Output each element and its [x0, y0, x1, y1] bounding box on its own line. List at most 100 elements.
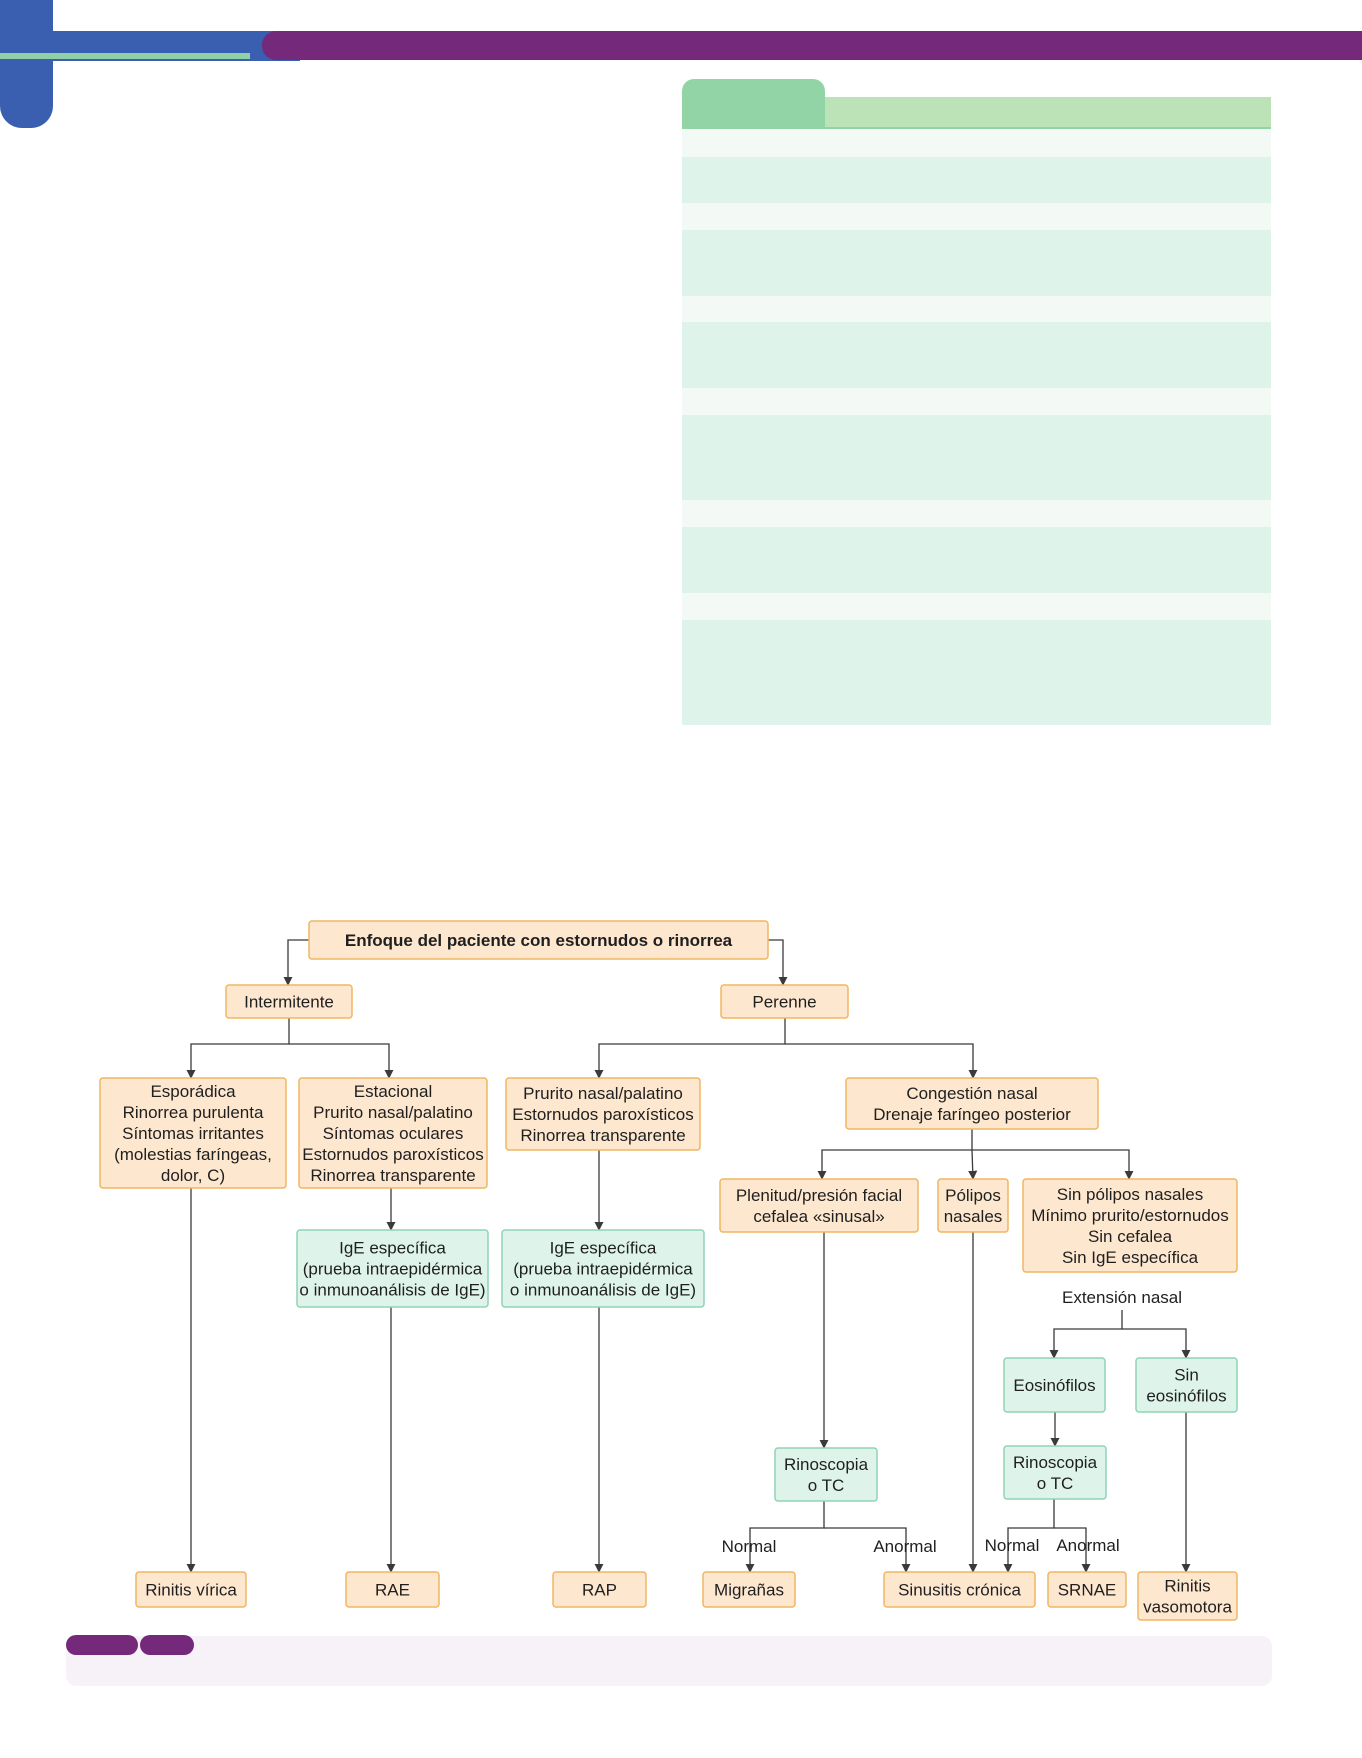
- node-text: Rinorrea purulenta: [123, 1103, 264, 1122]
- node-text: cefalea «sinusal»: [753, 1207, 884, 1226]
- node-text: Enfoque del paciente con estornudos o ri…: [345, 931, 733, 950]
- node-text: Pólipos: [945, 1186, 1001, 1205]
- node-box: [296, 1229, 489, 1308]
- table-row: [682, 129, 1271, 157]
- node-ige1: IgE específica (prueba intraepidérmica o i…: [296, 1229, 489, 1308]
- node-text: Rinoscopia: [784, 1455, 869, 1474]
- node-rae: RAE: [345, 1571, 440, 1608]
- table-title-tab: [682, 79, 825, 129]
- node-box: [702, 1571, 796, 1608]
- table-row: [682, 388, 1271, 415]
- table-row: [682, 593, 1271, 620]
- flow-arrow: [594, 1018, 786, 1079]
- node-text: (prueba intraepidérmica: [303, 1260, 483, 1279]
- flow-arrow: [972, 1149, 1134, 1180]
- node-text: Sin: [1174, 1366, 1199, 1385]
- table-row: [682, 203, 1271, 230]
- node-text: IgE específica: [339, 1239, 446, 1258]
- node-text: o TC: [808, 1476, 845, 1495]
- node-text: Prurito nasal/palatino: [313, 1103, 473, 1122]
- flow-arrow: [1054, 1527, 1091, 1573]
- node-box: [1022, 1178, 1238, 1273]
- node-text: Perenne: [752, 993, 816, 1012]
- node-box: [937, 1178, 1009, 1233]
- node-box: [719, 1178, 919, 1233]
- node-text: Plenitud/presión facial: [736, 1186, 902, 1205]
- node-text: SRNAE: [1058, 1581, 1117, 1600]
- table-row: [682, 415, 1271, 500]
- flow-arrow: [824, 1527, 911, 1573]
- node-text: Mínimo prurito/estornudos: [1031, 1206, 1228, 1225]
- node-box: [225, 984, 353, 1019]
- node-box: [99, 1077, 287, 1189]
- flow-arrow: [968, 1149, 978, 1180]
- node-text: RAP: [582, 1581, 617, 1600]
- flow-arrow: [785, 1043, 978, 1079]
- table-row: [682, 322, 1271, 388]
- node-text: Sin cefalea: [1088, 1227, 1173, 1246]
- node-sinusitis: Sinusitis crónica: [883, 1571, 1036, 1608]
- node-box: [845, 1077, 1099, 1130]
- node-text: o inmunoanálisis de IgE): [299, 1281, 485, 1300]
- node-text: Síntomas oculares: [323, 1124, 464, 1143]
- node-box: [774, 1447, 878, 1502]
- node-perenne: Perenne: [720, 984, 849, 1019]
- node-box: [552, 1571, 647, 1608]
- node-box: [1003, 1445, 1107, 1500]
- table-row: [682, 500, 1271, 527]
- node-text: (prueba intraepidérmica: [513, 1260, 693, 1279]
- node-text: Migrañas: [714, 1581, 784, 1600]
- node-sineos: Sin eosinófilos: [1135, 1357, 1238, 1413]
- node-rinitis-virica: Rinitis vírica: [135, 1571, 247, 1608]
- node-text: vasomotora: [1143, 1598, 1232, 1617]
- footer-pill: [66, 1635, 138, 1655]
- node-rap: RAP: [552, 1571, 647, 1608]
- header-purple-bar: [262, 31, 1362, 60]
- node-text: o TC: [1037, 1474, 1074, 1493]
- node-box: [345, 1571, 440, 1608]
- node-text: Sinusitis crónica: [898, 1581, 1021, 1600]
- node-box: [135, 1571, 247, 1608]
- node-text: RAE: [375, 1581, 410, 1600]
- node-text: Rinoscopia: [1013, 1453, 1098, 1472]
- node-box: [1135, 1357, 1238, 1413]
- node-text: Rinitis vírica: [145, 1581, 237, 1600]
- node-text: Sin pólipos nasales: [1057, 1185, 1203, 1204]
- table-row: [682, 230, 1271, 296]
- node-text: Rinitis: [1164, 1577, 1210, 1596]
- node-text: Rinorrea transparente: [520, 1126, 685, 1145]
- edge-label-extension: Extensión nasal: [1062, 1288, 1182, 1307]
- node-text: Intermitente: [244, 993, 334, 1012]
- node-box: [1047, 1571, 1127, 1608]
- table-row: [682, 157, 1271, 203]
- node-text: Sin IgE específica: [1062, 1248, 1199, 1267]
- node-text: eosinófilos: [1146, 1387, 1226, 1406]
- flow-arrow: [745, 1501, 825, 1573]
- header-blue-tab: [0, 0, 53, 128]
- node-eosinofilos: Eosinófilos: [1003, 1357, 1106, 1413]
- node-text: dolor, C): [161, 1166, 225, 1185]
- node-text: Estacional: [354, 1082, 432, 1101]
- flow-arrow: [768, 939, 788, 986]
- node-text: o inmunoanálisis de IgE): [510, 1281, 696, 1300]
- node-srnae: SRNAE: [1047, 1571, 1127, 1608]
- node-text: IgE específica: [550, 1239, 657, 1258]
- node-intermitente: Intermitente: [225, 984, 353, 1019]
- node-text: Drenaje faríngeo posterior: [873, 1105, 1071, 1124]
- table-row: [682, 296, 1271, 322]
- table-row: [682, 620, 1271, 725]
- node-text: Estornudos paroxísticos: [512, 1105, 693, 1124]
- flow-arrow: [289, 1043, 394, 1079]
- node-box: [1003, 1357, 1106, 1413]
- footer-pill: [140, 1635, 194, 1655]
- node-rino2: Rinoscopia o TC: [1003, 1445, 1107, 1500]
- node-plenitud: Plenitud/presión facial cefalea «sinusal»: [719, 1178, 919, 1233]
- node-vasomotora: Rinitis vasomotora: [1137, 1571, 1238, 1621]
- node-box: [1137, 1571, 1238, 1621]
